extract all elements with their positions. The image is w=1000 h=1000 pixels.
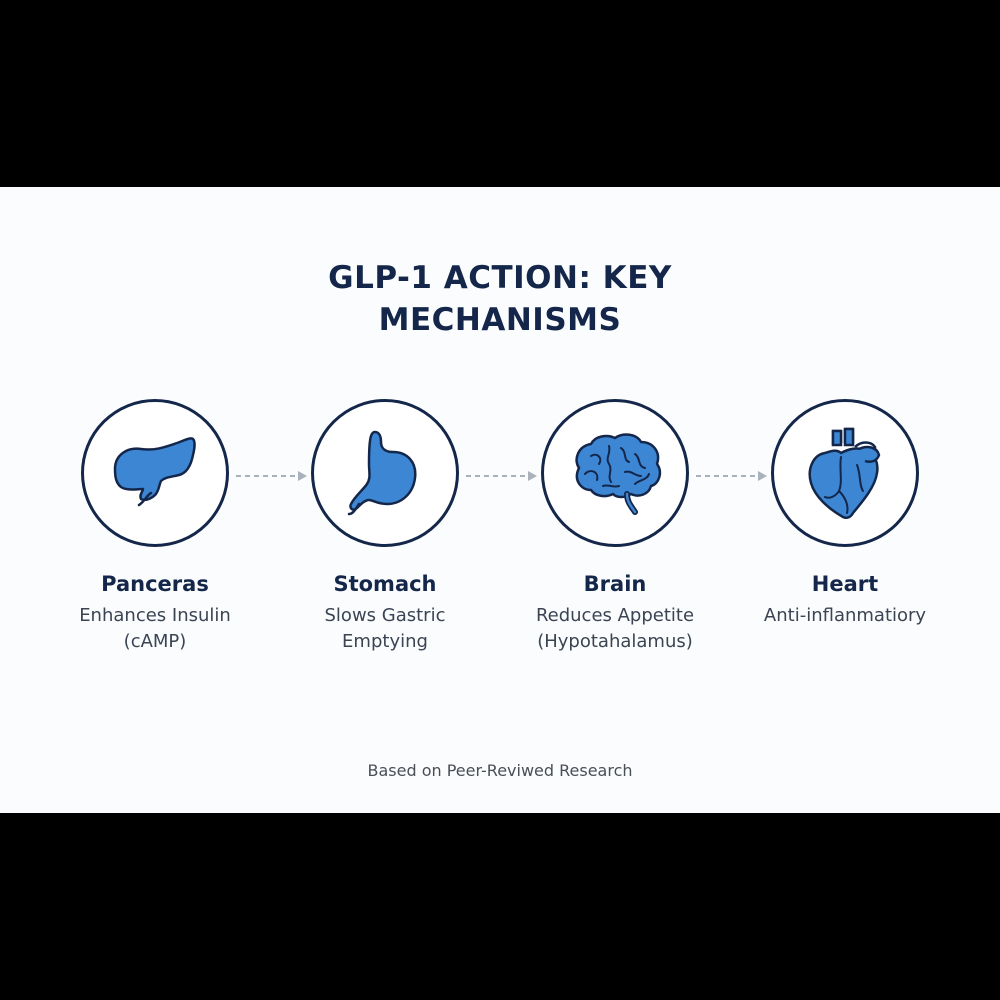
- page-title: GLP-1 ACTION: KEY MECHANISMS: [0, 257, 1000, 341]
- stomach-icon: [347, 430, 417, 516]
- pancreas-icon: [113, 437, 196, 507]
- organ-name-brain: Brain: [583, 572, 647, 596]
- title-line-2: MECHANISMS: [378, 302, 622, 338]
- organ-desc-brain: Reduces Appetite (Hypotahalamus): [535, 605, 695, 652]
- stomach-circle: [311, 399, 459, 547]
- organ-desc-pancreas: Enhances Insulin (cAMP): [79, 605, 231, 652]
- organ-pancreas: Panceras Enhances Insulin (cAMP): [40, 399, 270, 655]
- organ-name-heart: Heart: [811, 572, 879, 596]
- infographic-panel: GLP-1 ACTION: KEY MECHANISMS Panceras En…: [0, 187, 1000, 813]
- organ-stomach: Stomach Slows Gastric Emptying: [270, 399, 500, 655]
- organ-brain: Brain Reduces Appetite (Hypotahalamus): [500, 399, 730, 655]
- arrow-stomach-to-brain: [466, 471, 537, 481]
- pancreas-circle: [81, 399, 229, 547]
- footer-note: Based on Peer-Reviwed Research: [367, 761, 633, 780]
- organ-name-stomach: Stomach: [333, 572, 437, 596]
- heart-circle: [771, 399, 919, 547]
- organ-desc-stomach: Slows Gastric Emptying: [324, 605, 446, 652]
- organ-desc-heart: Anti-inflanmatiory: [763, 605, 927, 626]
- title-line-1: GLP-1 ACTION: KEY: [328, 260, 672, 296]
- organ-name-pancreas: Panceras: [101, 572, 209, 596]
- organ-heart: Heart Anti-inflanmatiory: [730, 399, 960, 629]
- heart-icon: [808, 427, 881, 520]
- arrow-brain-to-heart: [696, 471, 767, 481]
- brain-icon: [575, 433, 662, 515]
- brain-circle: [541, 399, 689, 547]
- arrow-pancreas-to-stomach: [236, 471, 307, 481]
